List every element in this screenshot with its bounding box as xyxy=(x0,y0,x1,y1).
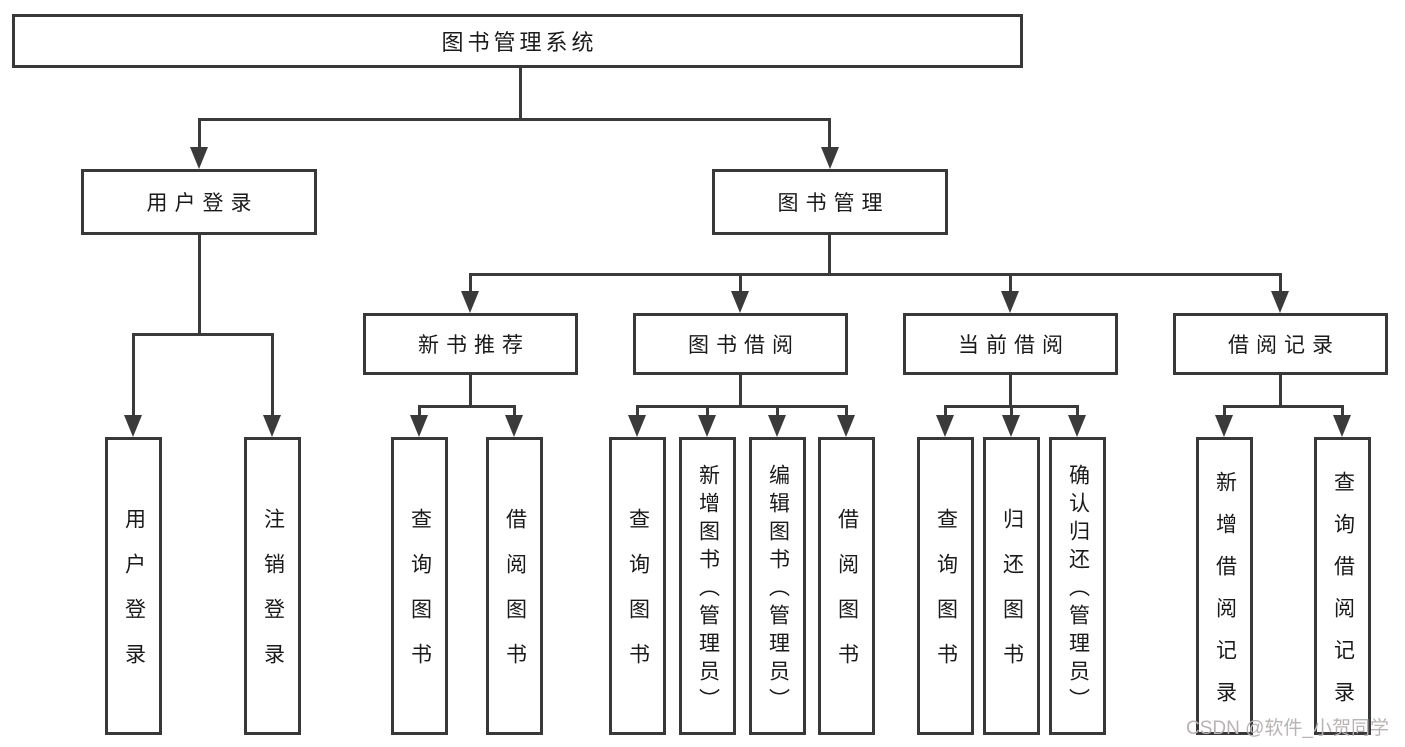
leaf-user-login-label: 用户登录 xyxy=(122,508,146,688)
node-book-mgmt-label: 图书管理 xyxy=(777,192,890,215)
connector-stem-logout xyxy=(271,333,274,417)
connector-stem xyxy=(1010,405,1013,417)
node-book-borrow: 图书借阅 xyxy=(633,313,848,375)
leaf-query-record: 查询借阅记录 xyxy=(1314,437,1371,735)
connector-stem-book-mgmt xyxy=(828,118,831,150)
node-book-mgmt: 图书管理 xyxy=(712,169,948,235)
connector-stem-borrow-records xyxy=(1279,273,1282,293)
leaf-borrow-book-label: 借阅图书 xyxy=(835,508,859,688)
leaf-current-query-label: 查询图书 xyxy=(934,508,958,688)
arrowhead-down-icon xyxy=(461,291,479,313)
arrowhead-down-icon xyxy=(1271,291,1289,313)
arrowhead-down-icon xyxy=(505,415,523,437)
arrowhead-down-icon xyxy=(698,415,716,437)
arrowhead-down-icon xyxy=(1215,415,1233,437)
connector-stem-new-books xyxy=(469,273,472,293)
csdn-watermark: CSDN @软件_小贺同学 xyxy=(1186,718,1389,739)
leaf-add-record-label: 新增借阅记录 xyxy=(1213,470,1237,723)
leaf-logout-label: 注销登录 xyxy=(261,508,285,688)
connector-stem xyxy=(776,405,779,417)
connector-stem xyxy=(1076,405,1079,417)
connector-stem xyxy=(706,405,709,417)
connector-stem xyxy=(636,405,639,417)
connector-stem xyxy=(1341,405,1344,417)
connector-book-mgmt-horizontal xyxy=(469,273,1282,276)
node-borrow-records-label: 借阅记录 xyxy=(1228,334,1340,357)
node-borrow-records: 借阅记录 xyxy=(1173,313,1388,375)
connector-stem-book-borrow xyxy=(739,273,742,293)
arrowhead-down-icon xyxy=(731,291,749,313)
connector-new-books-vertical xyxy=(469,375,472,408)
node-book-borrow-label: 图书借阅 xyxy=(688,334,800,357)
leaf-edit-book-label: 编辑图书（管理员） xyxy=(766,463,790,716)
node-current-borrow: 当前借阅 xyxy=(903,313,1118,375)
leaf-edit-book: 编辑图书（管理员） xyxy=(749,437,806,735)
node-user-login-label: 用户登录 xyxy=(146,192,259,215)
connector-root-vertical xyxy=(519,68,522,121)
connector-new-books-horizontal xyxy=(418,405,516,408)
leaf-add-book: 新增图书（管理员） xyxy=(679,437,736,735)
node-new-books: 新书推荐 xyxy=(363,313,578,375)
connector-stem xyxy=(845,405,848,417)
leaf-new-books-borrow: 借阅图书 xyxy=(486,437,543,735)
arrowhead-down-icon xyxy=(1333,415,1351,437)
connector-stem-login xyxy=(132,333,135,417)
connector-stem xyxy=(513,405,516,417)
leaf-user-login: 用户登录 xyxy=(105,437,162,735)
connector-book-mgmt-vertical xyxy=(828,235,831,276)
arrowhead-down-icon xyxy=(768,415,786,437)
arrowhead-down-icon xyxy=(1001,291,1019,313)
connector-book-borrow-horizontal xyxy=(636,405,848,408)
arrowhead-down-icon xyxy=(410,415,428,437)
leaf-new-books-borrow-label: 借阅图书 xyxy=(503,508,527,688)
connector-stem xyxy=(944,405,947,417)
arrowhead-down-icon xyxy=(124,415,142,437)
connector-book-borrow-vertical xyxy=(739,375,742,408)
leaf-borrow-query: 查询图书 xyxy=(609,437,666,735)
leaf-new-books-query-label: 查询图书 xyxy=(408,508,432,688)
leaf-borrow-book: 借阅图书 xyxy=(818,437,875,735)
leaf-logout: 注销登录 xyxy=(244,437,301,735)
leaf-add-book-label: 新增图书（管理员） xyxy=(696,463,720,716)
leaf-query-record-label: 查询借阅记录 xyxy=(1331,470,1355,723)
connector-stem-user-login xyxy=(198,118,201,150)
connector-current-borrow-vertical xyxy=(1009,375,1012,408)
arrowhead-down-icon xyxy=(190,147,208,169)
connector-stem xyxy=(418,405,421,417)
connector-user-login-horizontal xyxy=(132,333,274,336)
leaf-confirm-return: 确认归还（管理员） xyxy=(1049,437,1106,735)
leaf-new-books-query: 查询图书 xyxy=(391,437,448,735)
connector-borrow-records-vertical xyxy=(1279,375,1282,408)
arrowhead-down-icon xyxy=(821,147,839,169)
connector-stem-current-borrow xyxy=(1009,273,1012,293)
leaf-borrow-query-label: 查询图书 xyxy=(626,508,650,688)
node-new-books-label: 新书推荐 xyxy=(418,334,530,357)
arrowhead-down-icon xyxy=(1002,415,1020,437)
node-user-login: 用户登录 xyxy=(81,169,317,235)
connector-user-login-vertical xyxy=(198,235,201,336)
leaf-current-query: 查询图书 xyxy=(917,437,974,735)
leaf-return-book-label: 归还图书 xyxy=(1000,508,1024,688)
connector-root-horizontal xyxy=(198,118,831,121)
arrowhead-down-icon xyxy=(263,415,281,437)
node-root-system: 图书管理系统 xyxy=(12,14,1023,68)
arrowhead-down-icon xyxy=(936,415,954,437)
leaf-add-record: 新增借阅记录 xyxy=(1196,437,1253,735)
arrowhead-down-icon xyxy=(837,415,855,437)
arrowhead-down-icon xyxy=(1068,415,1086,437)
connector-borrow-records-horizontal xyxy=(1223,405,1344,408)
leaf-return-book: 归还图书 xyxy=(983,437,1040,735)
leaf-confirm-return-label: 确认归还（管理员） xyxy=(1066,463,1090,716)
connector-stem xyxy=(1223,405,1226,417)
node-root-label: 图书管理系统 xyxy=(441,30,598,55)
node-current-borrow-label: 当前借阅 xyxy=(958,334,1070,357)
arrowhead-down-icon xyxy=(628,415,646,437)
